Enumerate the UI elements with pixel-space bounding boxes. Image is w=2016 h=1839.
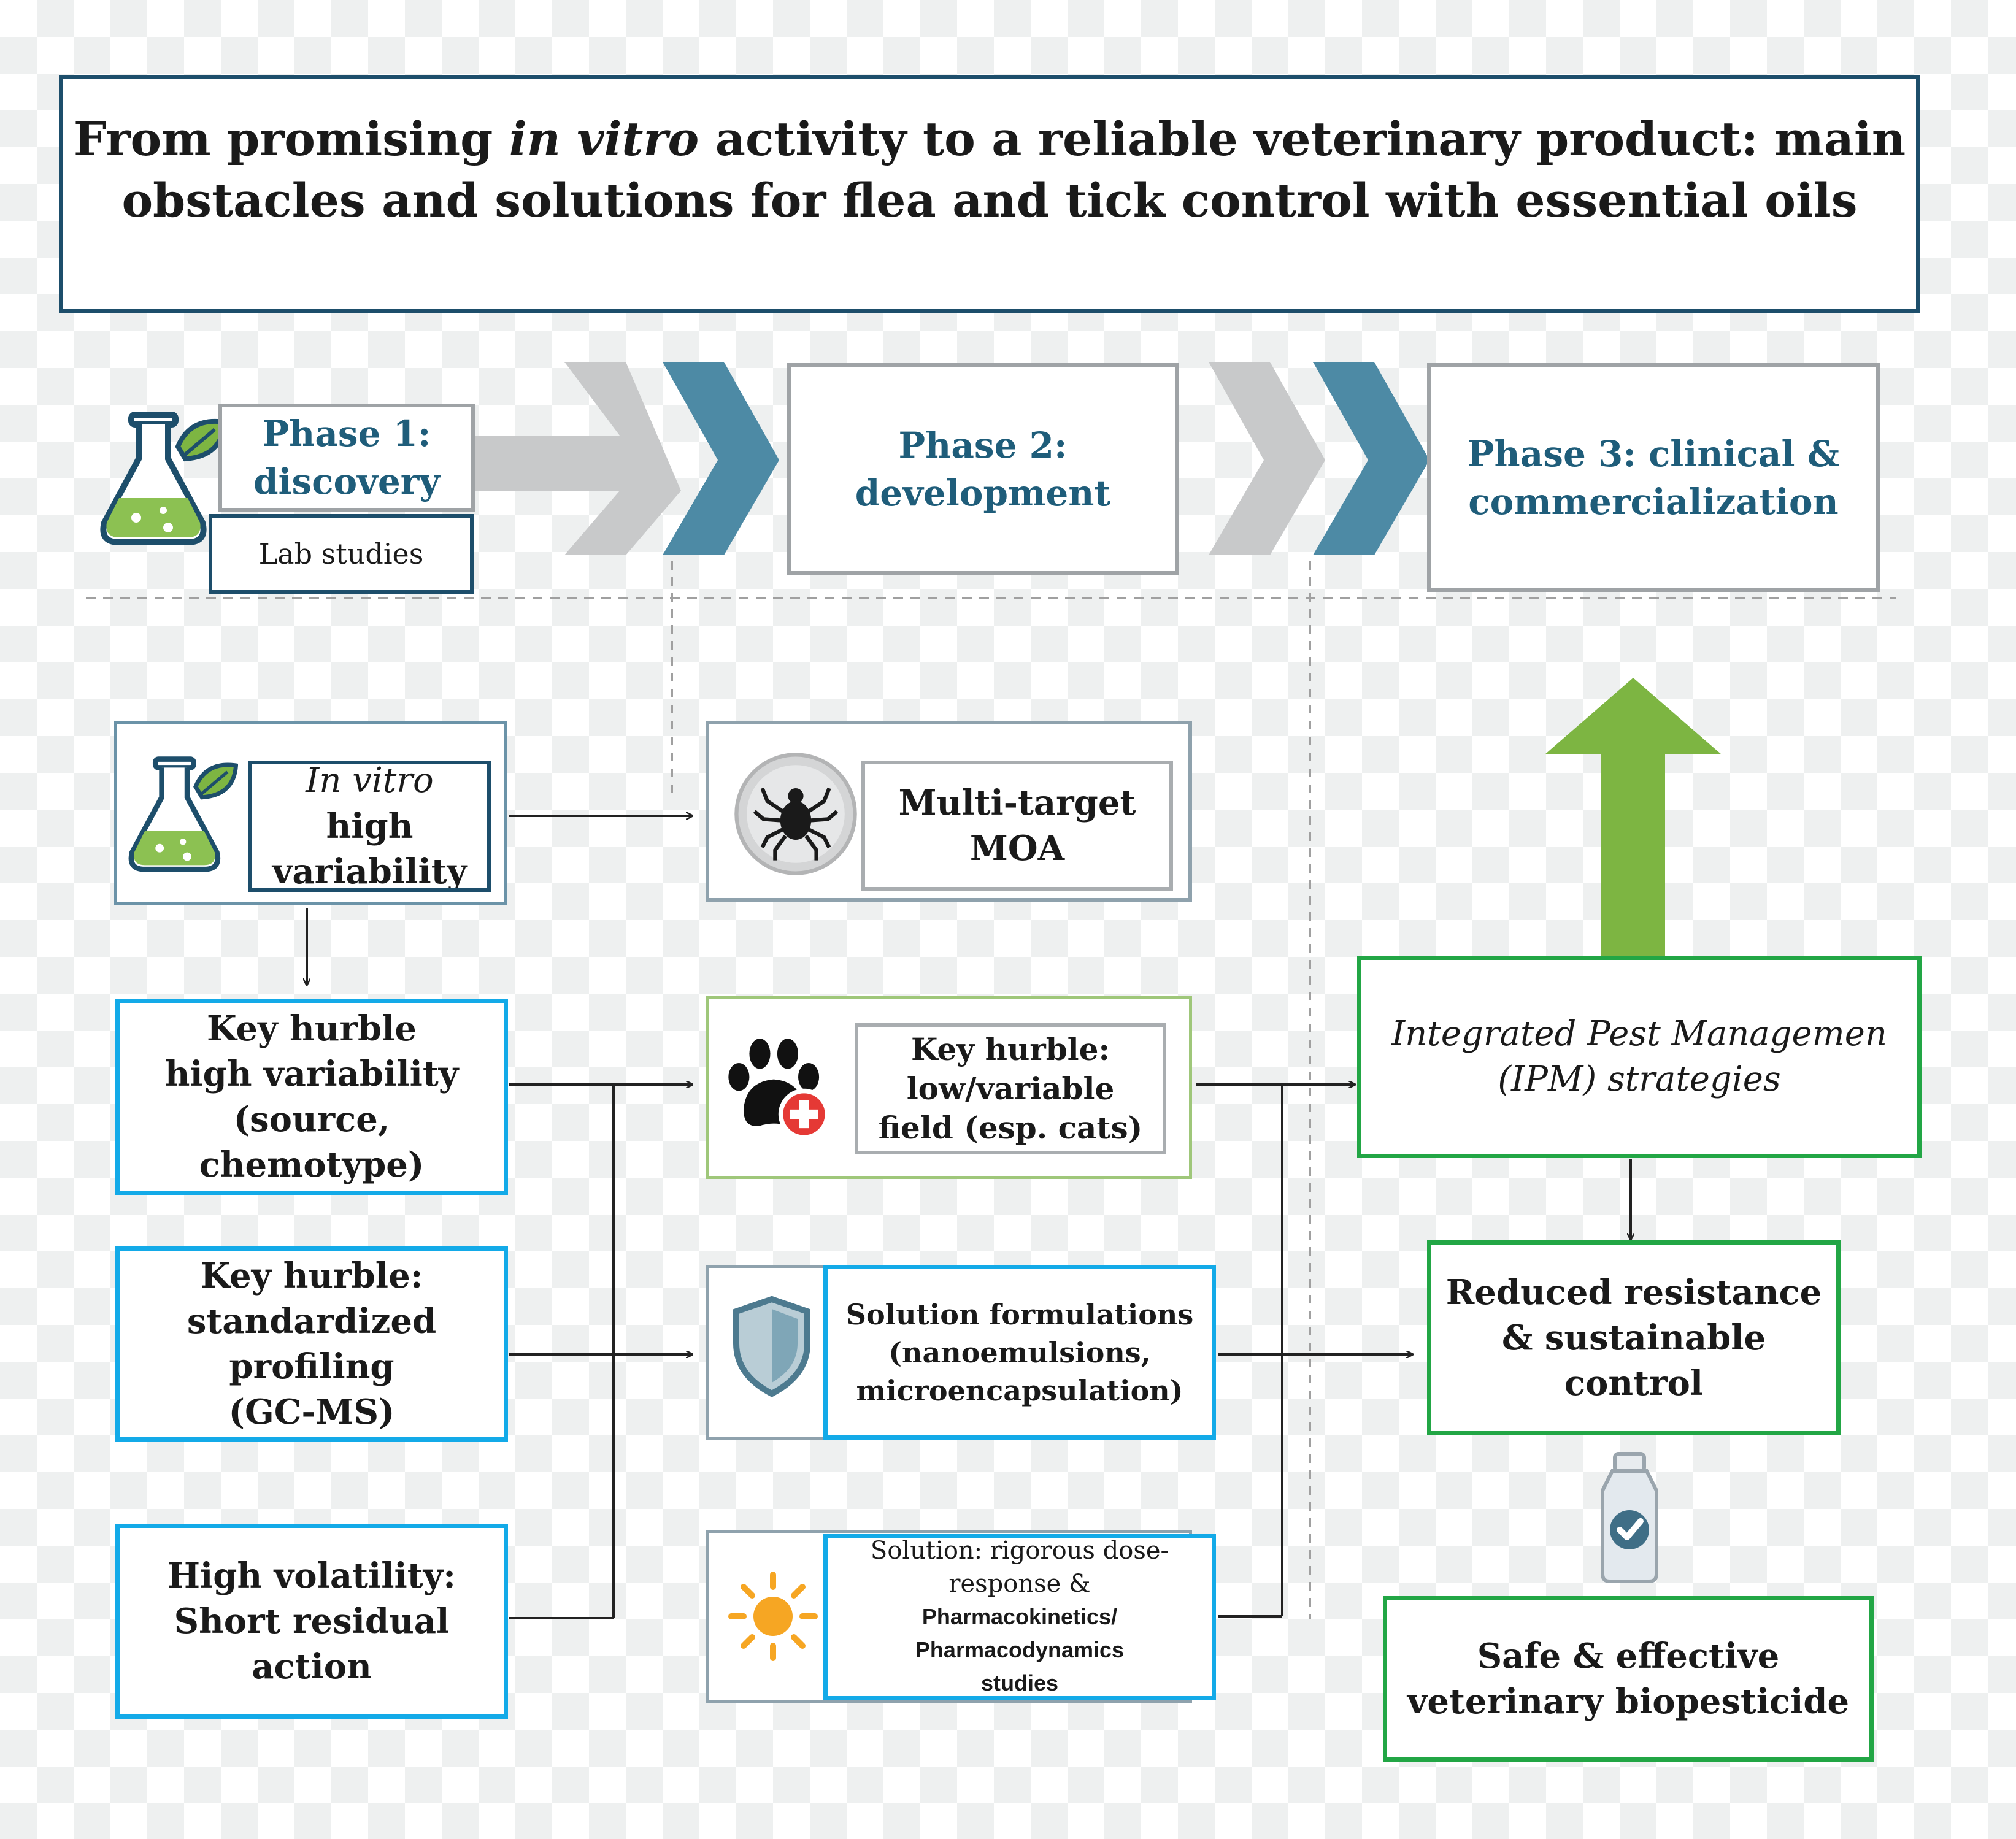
safe-biopesticide-box: Safe & effective veterinary biopesticide: [1383, 1596, 1874, 1762]
title-line-2: obstacles and solutions for flea and tic…: [121, 173, 1858, 228]
flask-leaf-icon: [128, 756, 238, 872]
shield-icon: [733, 1296, 810, 1397]
solution-formulation-box: Solution formulations (nanoemulsions, mi…: [823, 1265, 1216, 1440]
hurdle-volatility-box: High volatility: Short residual action: [115, 1524, 508, 1719]
phase-2-box: Phase 2: development: [787, 363, 1179, 575]
up-arrow-icon: [1545, 678, 1722, 957]
page-title: From promising in vitro activity to a re…: [59, 75, 1920, 313]
hurdle-variability-box: Key hurble high variability (source, che…: [115, 999, 508, 1195]
moa-box: Multi-target MOA: [861, 761, 1173, 891]
sun-icon: [728, 1572, 818, 1661]
phase-3-box: Phase 3: clinical & commercialization: [1427, 363, 1880, 592]
in-vitro-variability-box: In vitro high variability: [248, 761, 491, 892]
bottle-check-icon: [1601, 1452, 1658, 1583]
flask-leaf-icon: [100, 412, 227, 545]
chevron-1-blue: [663, 362, 779, 555]
chevron-2-blue: [1313, 362, 1429, 555]
hurdle-profiling-box: Key hurble: standardized profiling (GC-M…: [115, 1246, 508, 1442]
paw-plus-icon: [728, 1039, 830, 1140]
solution-dose-response-box: Solution: rigorous dose- response & Phar…: [823, 1534, 1216, 1700]
hurdle-field-box: Key hurble: low/variable field (esp. cat…: [855, 1023, 1166, 1154]
chevron-2-grey: [1209, 362, 1325, 555]
tick-icon: [734, 753, 857, 875]
ipm-strategies-box: Integrated Pest Managemen (IPM) strategi…: [1357, 956, 1922, 1158]
chevron-1-grey: [472, 362, 681, 555]
phase-1-box: Phase 1: discovery: [218, 404, 475, 512]
title-line-1: From promising in vitro activity to a re…: [73, 112, 1906, 166]
lab-studies-box: Lab studies: [209, 514, 474, 594]
reduced-resistance-box: Reduced resistance & sustainable control: [1427, 1240, 1841, 1435]
